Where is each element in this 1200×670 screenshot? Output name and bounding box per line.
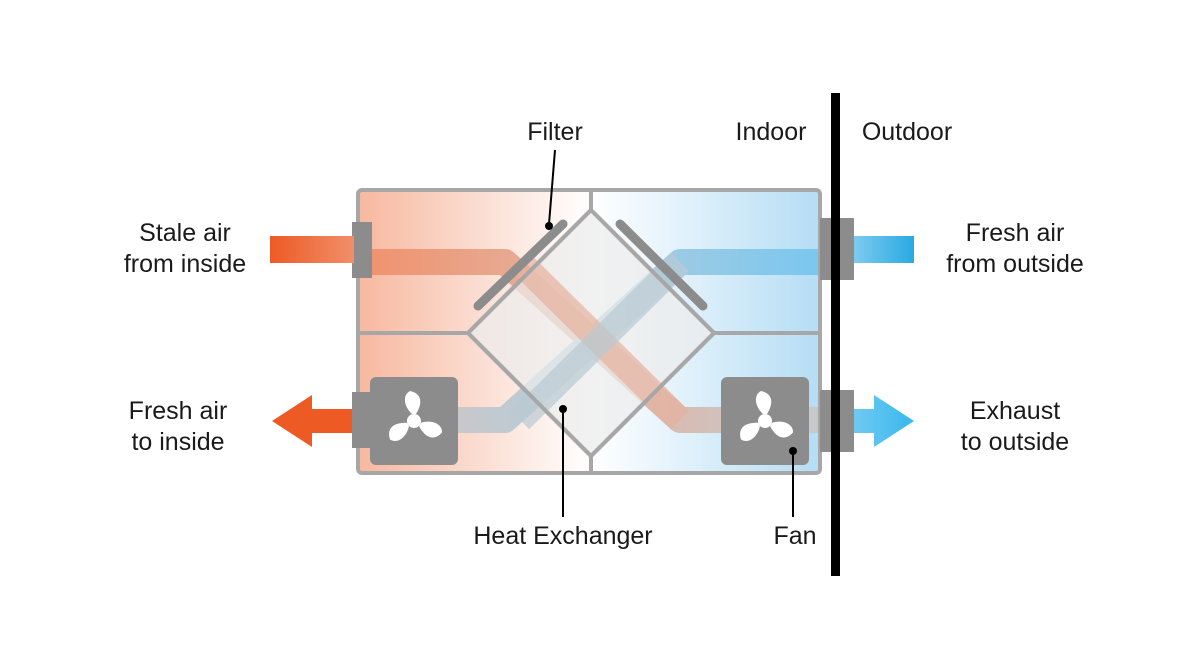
exhaust-arrow bbox=[854, 395, 914, 447]
exhaust-label-line1: Exhaust bbox=[969, 397, 1061, 425]
callout-lines bbox=[545, 149, 797, 517]
unit-housing-frame bbox=[356, 188, 822, 475]
indoor-label: Indoor bbox=[735, 118, 807, 146]
filter-cool-side bbox=[615, 219, 708, 311]
exterior-wall bbox=[831, 93, 840, 576]
stale-air-inlet-arrow bbox=[270, 236, 354, 263]
stale-air-label-line1: Stale air bbox=[139, 219, 231, 247]
exhaust-label-line2: to outside bbox=[960, 428, 1070, 456]
fan-right bbox=[721, 377, 809, 465]
fresh-air-from-outside-arrow bbox=[854, 236, 914, 263]
filter-warm-side bbox=[473, 219, 568, 311]
fresh-to-inside-label-line2: to inside bbox=[131, 428, 225, 456]
stale-air-label-line2: from inside bbox=[123, 250, 247, 278]
fresh-air-to-inside-label: Fresh air to inside bbox=[93, 396, 263, 458]
heat-exchanger-label: Heat Exchanger bbox=[473, 522, 653, 550]
core-flow-cool bbox=[510, 252, 690, 430]
stale-air-damper bbox=[352, 222, 372, 278]
fresh-from-outside-label-line2: from outside bbox=[946, 250, 1084, 278]
fresh-to-inside-label-line1: Fresh air bbox=[128, 397, 228, 425]
stale-air-label: Stale air from inside bbox=[100, 218, 270, 280]
filter-label: Filter bbox=[527, 118, 583, 146]
air-handling-unit bbox=[352, 188, 854, 475]
exhaust-label: Exhaust to outside bbox=[925, 396, 1105, 458]
fresh-from-outside-label-line1: Fresh air bbox=[965, 219, 1065, 247]
fan-label: Fan bbox=[773, 522, 817, 550]
outdoor-label: Outdoor bbox=[861, 118, 953, 146]
fan-left bbox=[370, 377, 458, 465]
fresh-air-to-inside-arrow bbox=[272, 395, 352, 447]
fresh-air-damper bbox=[352, 392, 372, 448]
fresh-air-from-outside-label: Fresh air from outside bbox=[925, 218, 1105, 280]
